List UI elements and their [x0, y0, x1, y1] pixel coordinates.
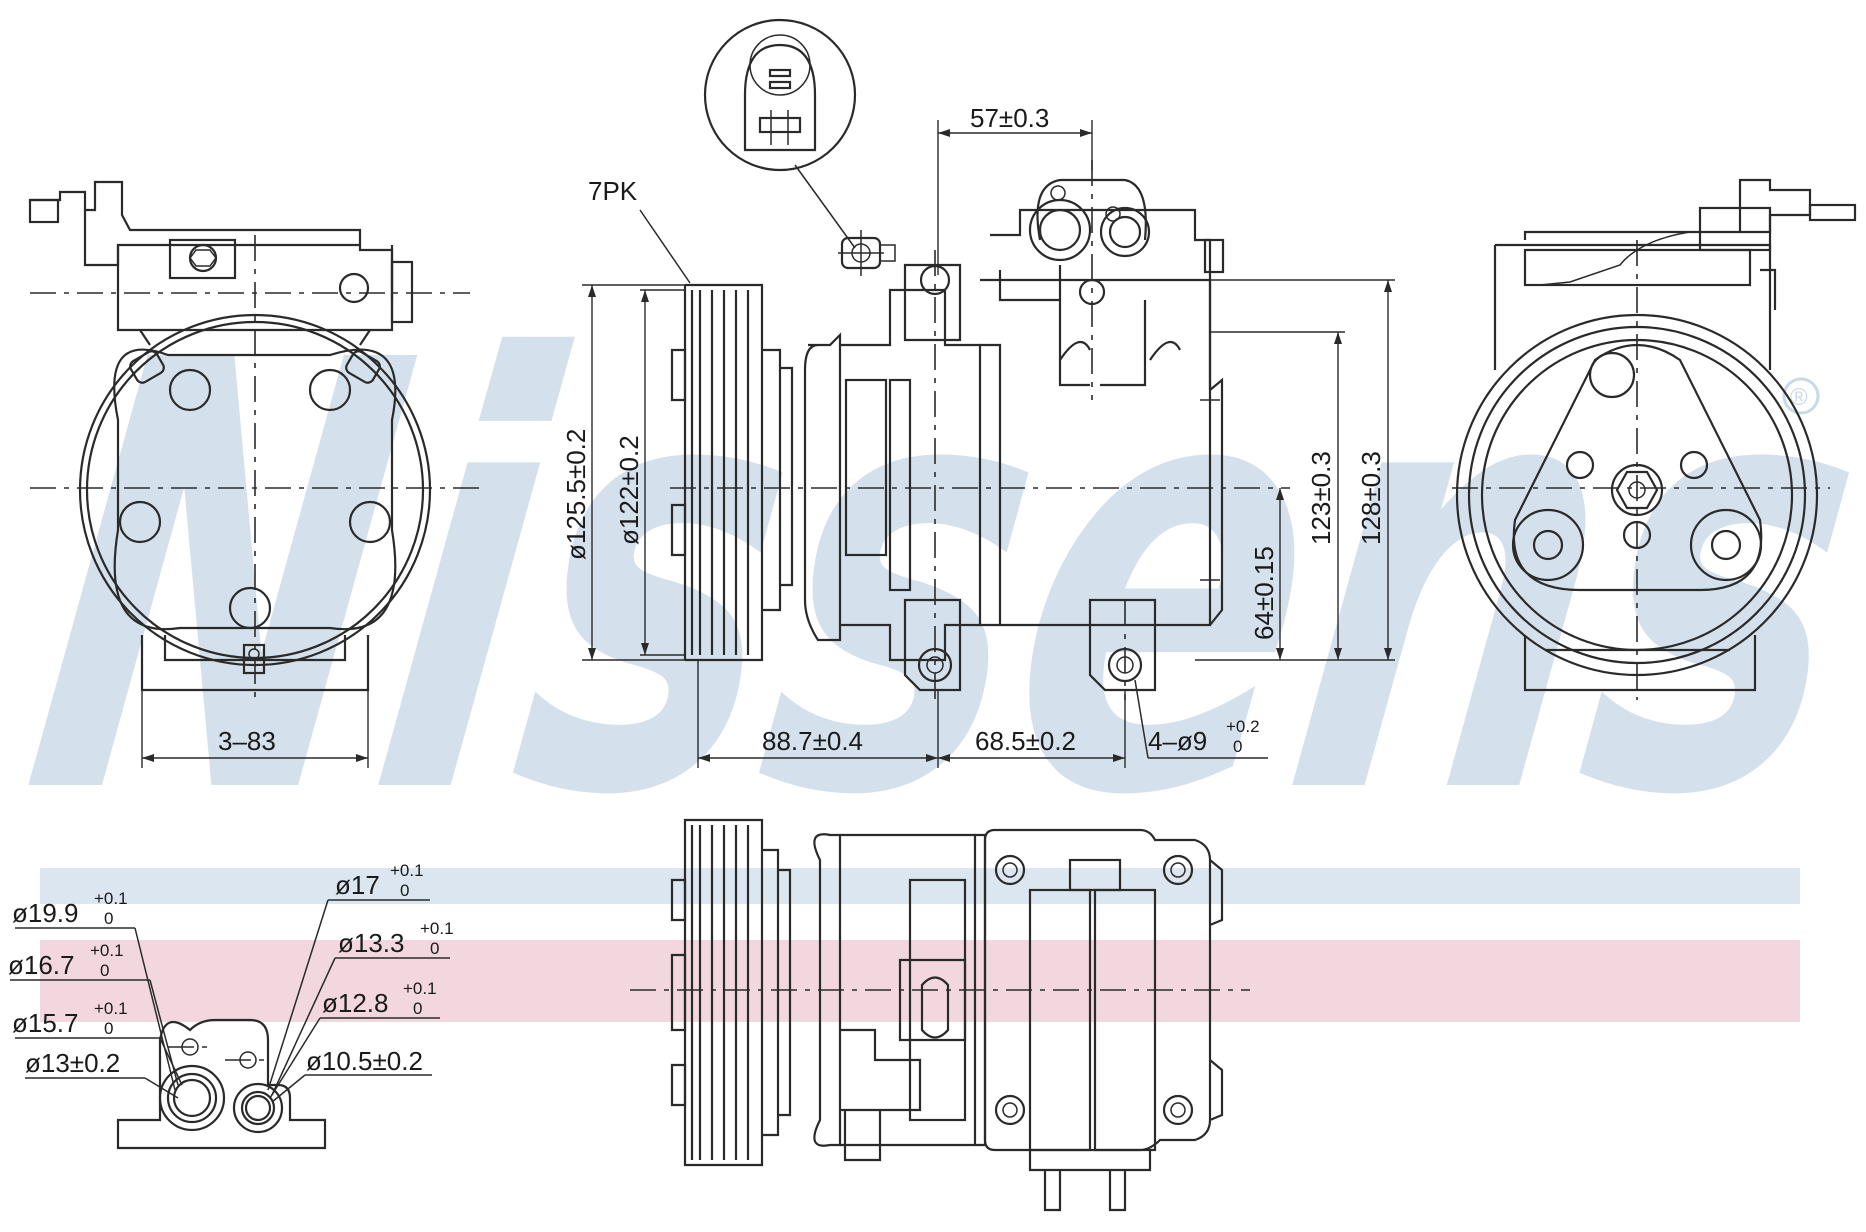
dim-d15-7-tol-lower: 0: [104, 1019, 113, 1038]
registered-circle: [1782, 377, 1820, 415]
dim-d17-tol-lower: 0: [400, 881, 409, 900]
dim-57: 57±0.3: [970, 103, 1049, 133]
pink-band: [40, 940, 1800, 1022]
dim-d13-3-tol-upper: +0.1: [420, 919, 454, 938]
dim-128: 128±0.3: [1356, 451, 1386, 545]
front-view-left: [28, 180, 480, 768]
dim-88-7: 88.7±0.4: [762, 726, 863, 756]
dim-64: 64±0.15: [1249, 546, 1279, 640]
dim-68-5: 68.5±0.2: [975, 726, 1076, 756]
side-view-middle: [582, 18, 1395, 768]
registered-mark: ®: [1790, 384, 1808, 411]
dim-125-5: ø125.5±0.2: [561, 429, 591, 560]
rear-view-right: [1452, 178, 1857, 700]
dim-d15-7: ø15.7: [12, 1008, 79, 1038]
dim-d12-8-tol-upper: +0.1: [403, 979, 437, 998]
port-detail: [10, 899, 450, 1150]
dim-d12-8-tol-lower: 0: [413, 999, 422, 1018]
dim-d19-9-tol-upper: +0.1: [94, 889, 128, 908]
dim-d15-7-tol-upper: +0.1: [94, 999, 128, 1018]
dim-d13-3-tol-lower: 0: [430, 939, 439, 958]
dim-d13-3: ø13.3: [338, 928, 405, 958]
label-7pk: 7PK: [588, 176, 638, 206]
watermark: Nissens: [0, 238, 1866, 925]
dim-holes: 4–ø9: [1148, 726, 1207, 756]
top-view-bottom: [630, 818, 1250, 1212]
dim-d19-9-tol-lower: 0: [104, 909, 113, 928]
dim-d10-5: ø10.5±0.2: [306, 1046, 423, 1076]
dim-d12-8: ø12.8: [322, 988, 389, 1018]
dim-57-text: 57±0.3: [970, 103, 1049, 133]
dim-122: ø122±0.2: [614, 435, 644, 545]
dim-d16-7: ø16.7: [8, 950, 75, 980]
dim-holes-tol-lower: 0: [1233, 737, 1242, 756]
dim-d16-7-tol-upper: +0.1: [90, 941, 124, 960]
dim-123: 123±0.3: [1306, 451, 1336, 545]
dim-holes-tol-upper: +0.2: [1226, 717, 1260, 736]
dim-d17-tol-upper: +0.1: [390, 861, 424, 880]
dim-d16-7-tol-lower: 0: [100, 961, 109, 980]
dim-d19-9: ø19.9: [12, 898, 79, 928]
blue-band: [40, 868, 1800, 904]
dim-d13: ø13±0.2: [25, 1048, 120, 1078]
dim-d17: ø17: [335, 870, 380, 900]
dim-3-83: 3–83: [218, 726, 276, 756]
